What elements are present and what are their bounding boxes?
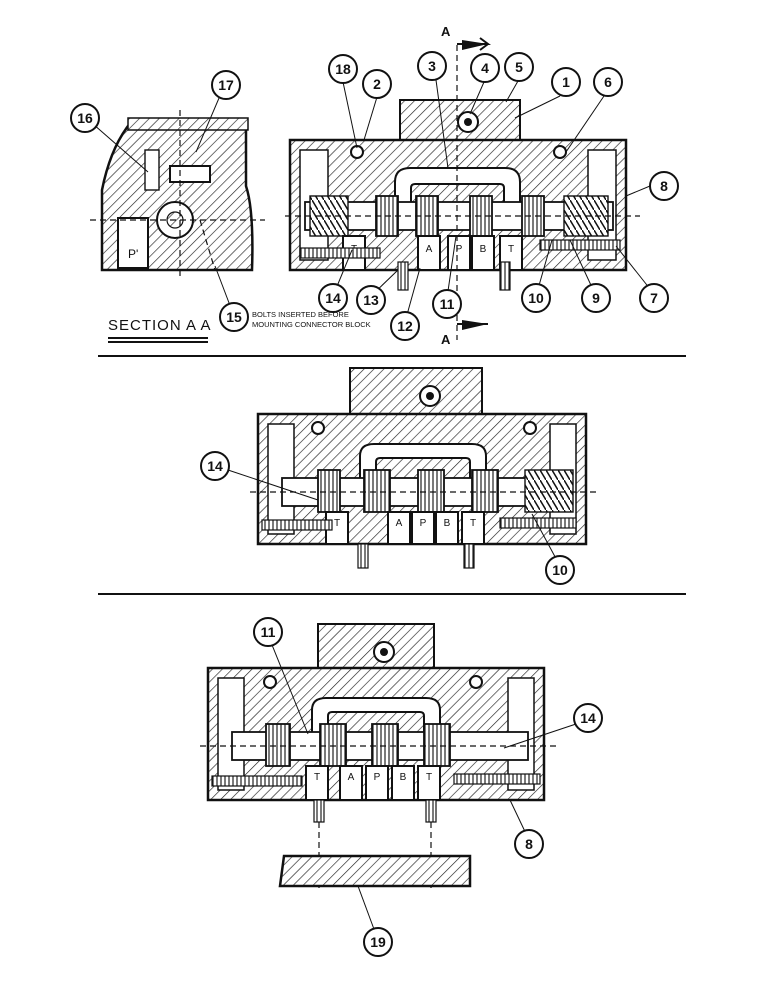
svg-text:1: 1 <box>562 74 570 90</box>
svg-text:16: 16 <box>77 110 93 126</box>
callout-19: 19 <box>363 927 393 957</box>
svg-text:17: 17 <box>218 77 234 93</box>
section-aa-view: P' <box>90 110 265 280</box>
svg-text:11: 11 <box>440 296 455 312</box>
top-valve-view: T A P B T A A <box>285 24 640 347</box>
svg-text:14: 14 <box>580 710 596 726</box>
callout-5: 5 <box>504 52 534 82</box>
port-a: A <box>426 244 433 255</box>
svg-text:18: 18 <box>335 61 351 77</box>
callout-15: 15 <box>219 302 249 332</box>
port-t-right: T <box>508 244 514 255</box>
callout-14-top: 14 <box>318 283 348 313</box>
callout-11-top: 11 <box>432 289 462 319</box>
svg-text:12: 12 <box>397 318 413 334</box>
callout-4: 4 <box>470 53 500 83</box>
port-p: P <box>456 244 463 255</box>
bot-port-a: A <box>348 772 355 783</box>
svg-text:13: 13 <box>363 292 379 308</box>
callout-14-bottom: 14 <box>573 703 603 733</box>
callout-9: 9 <box>581 283 611 313</box>
svg-text:8: 8 <box>660 178 668 194</box>
callout-13: 13 <box>356 285 386 315</box>
svg-text:14: 14 <box>207 458 223 474</box>
mid-port-t-right: T <box>470 518 476 529</box>
callout-11-bottom: 11 <box>253 617 283 647</box>
callout-12: 12 <box>390 311 420 341</box>
section-title-block: SECTION A A BOLTS INSERTED BEFORE MOUNTI… <box>108 310 371 343</box>
callout-8-top: 8 <box>649 171 679 201</box>
svg-text:19: 19 <box>370 934 386 950</box>
svg-text:15: 15 <box>226 309 242 325</box>
bottom-valve-view: T A P B T <box>200 623 556 890</box>
svg-text:10: 10 <box>528 290 544 306</box>
bot-port-p: P <box>374 772 381 783</box>
callout-8-bottom: 8 <box>514 829 544 859</box>
svg-text:6: 6 <box>604 74 612 90</box>
bot-port-t-right: T <box>426 772 432 783</box>
side-port-label: P' <box>128 247 138 261</box>
bot-port-b: B <box>400 772 407 783</box>
svg-text:11: 11 <box>261 624 276 640</box>
svg-text:4: 4 <box>481 60 489 76</box>
section-letter-top: A <box>441 24 451 39</box>
svg-text:9: 9 <box>592 290 600 306</box>
callout-7: 7 <box>639 283 669 313</box>
callout-1: 1 <box>551 67 581 97</box>
callout-16: 16 <box>70 103 100 133</box>
svg-text:14: 14 <box>325 290 341 306</box>
mid-port-p: P <box>420 518 427 529</box>
callout-17: 17 <box>211 70 241 100</box>
svg-text:5: 5 <box>515 59 523 75</box>
svg-text:10: 10 <box>552 562 568 578</box>
bolts-note-line2: MOUNTING CONNECTOR BLOCK <box>252 320 371 329</box>
callout-14-middle: 14 <box>200 451 230 481</box>
callout-18: 18 <box>328 54 358 84</box>
callout-2: 2 <box>362 69 392 99</box>
port-b: B <box>480 244 487 255</box>
callout-10-top: 10 <box>521 283 551 313</box>
middle-valve-view: T A P B T <box>250 367 600 569</box>
callout-6: 6 <box>593 67 623 97</box>
svg-text:2: 2 <box>373 76 381 92</box>
bot-port-t-left: T <box>314 772 320 783</box>
svg-text:7: 7 <box>650 290 658 306</box>
svg-text:8: 8 <box>525 836 533 852</box>
svg-text:3: 3 <box>428 58 436 74</box>
callout-3: 3 <box>417 51 447 81</box>
mid-port-t-left: T <box>334 518 340 529</box>
section-letter-bottom: A <box>441 332 451 347</box>
mid-port-b: B <box>444 518 451 529</box>
section-title: SECTION A A <box>108 317 212 334</box>
mid-port-a: A <box>396 518 403 529</box>
callout-10-middle: 10 <box>545 555 575 585</box>
bolts-note-line1: BOLTS INSERTED BEFORE <box>252 310 349 319</box>
